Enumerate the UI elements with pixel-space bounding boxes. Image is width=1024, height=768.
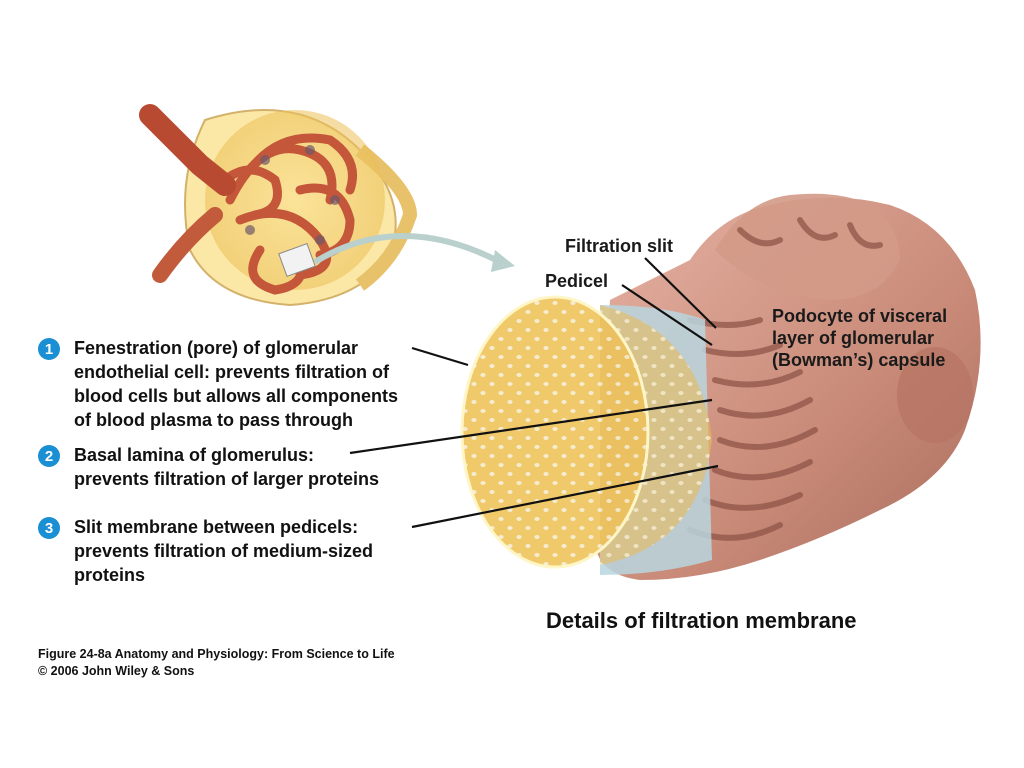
- glomerulus-inset: [139, 104, 515, 307]
- item-text: Fenestration (pore) of glomerular endoth…: [74, 338, 399, 430]
- label-podocyte: Podocyte of visceral layer of glomerular…: [772, 306, 948, 370]
- filtration-membrane-detail: [460, 193, 981, 580]
- item-slit-membrane: 3 Slit membrane between pedicels: preven…: [38, 515, 373, 587]
- number-badge: 1: [38, 338, 60, 360]
- item-text: Slit membrane between pedicels: prevents…: [74, 517, 374, 585]
- item-fenestration: 1 Fenestration (pore) of glomerular endo…: [38, 336, 398, 432]
- label-pedicel: Pedicel: [545, 271, 609, 291]
- figure-title: Details of filtration membrane: [546, 608, 857, 633]
- label-filtration-slit: Filtration slit: [565, 236, 673, 256]
- item-basal-lamina: 2 Basal lamina of glomerulus: prevents f…: [38, 443, 379, 491]
- leader-lines: [349, 257, 719, 529]
- number-badge: 2: [38, 445, 60, 467]
- item-text: Basal lamina of glomerulus: prevents fil…: [74, 445, 380, 489]
- number-badge: 3: [38, 517, 60, 539]
- figure-caption: Figure 24-8a Anatomy and Physiology: Fro…: [38, 647, 395, 678]
